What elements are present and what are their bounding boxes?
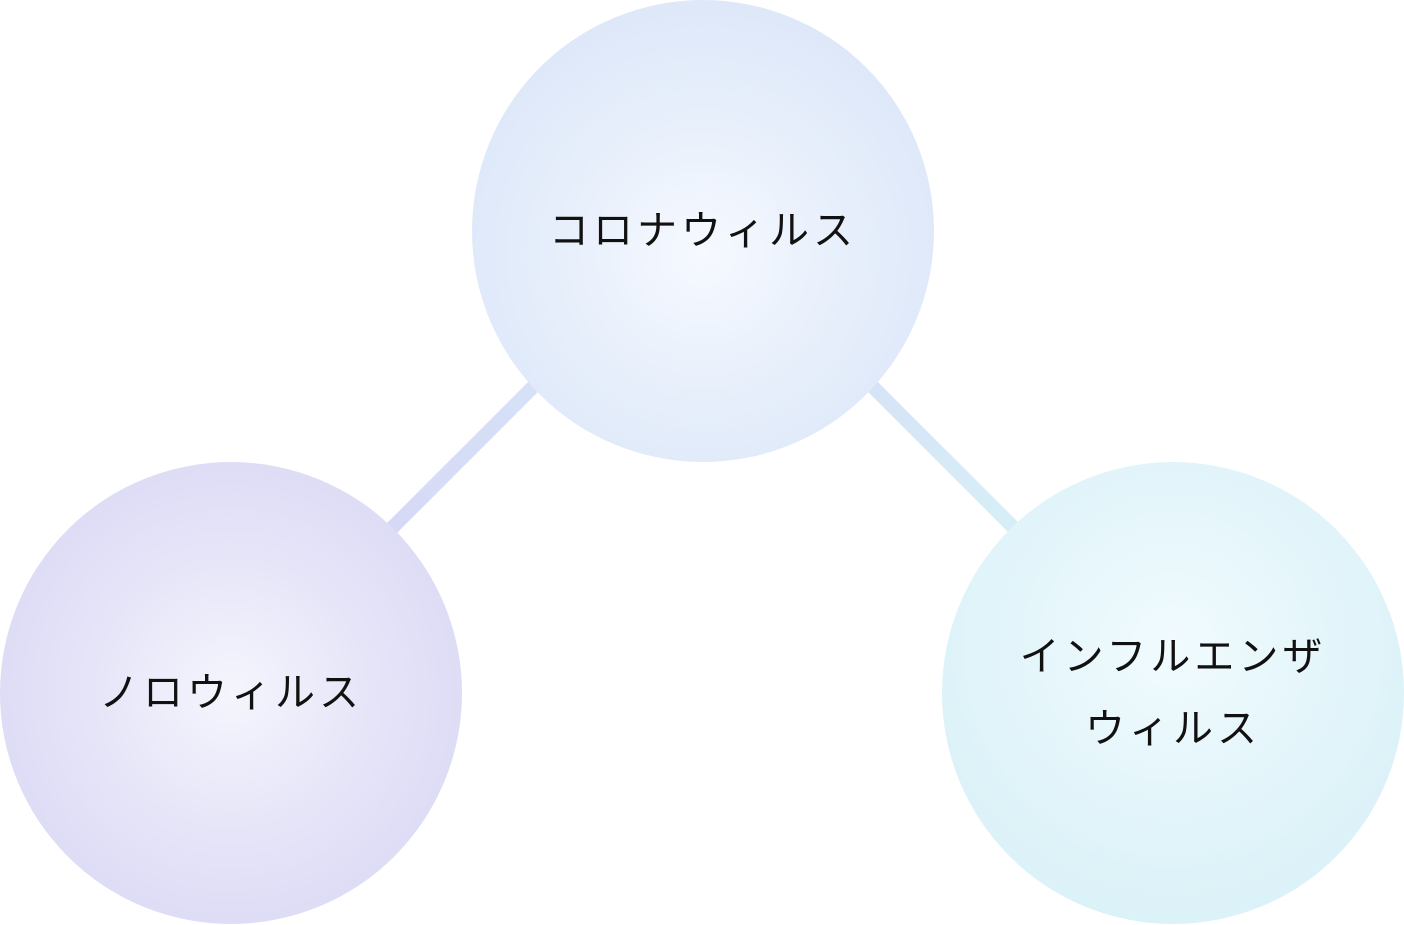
edge-top-left [373,359,561,547]
node-influenza-virus: インフルエンザ ウィルス [942,462,1404,924]
node-norovirus: ノロウィルス [0,462,462,924]
node-label: コロナウィルス [549,208,857,254]
node-label: ノロウィルス [99,670,363,716]
node-label: インフルエンザ ウィルス [1019,634,1327,752]
node-coronavirus: コロナウィルス [472,0,934,462]
edge-top-right [845,359,1019,533]
